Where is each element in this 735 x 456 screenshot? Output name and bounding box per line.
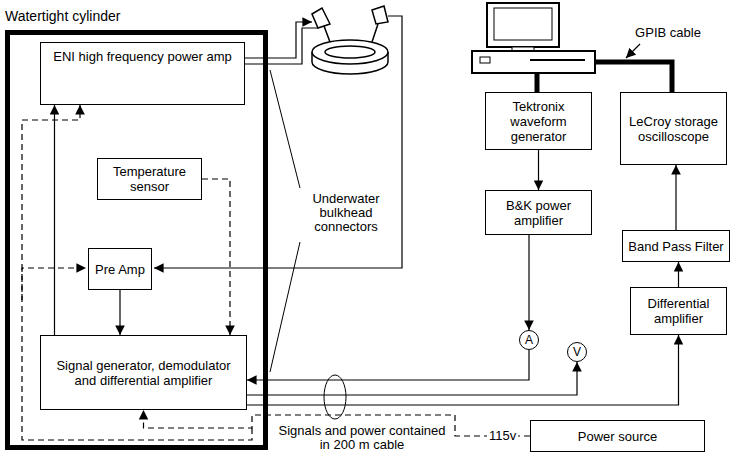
ring-top: [312, 40, 388, 64]
gpib-cable: [537, 62, 672, 92]
wires: [22, 16, 402, 440]
signal-connector: [247, 335, 679, 405]
node-text: V: [573, 346, 581, 358]
transducer-stand: [324, 26, 330, 42]
signal-generator-box: Signal generator, demodulator and differ…: [40, 335, 247, 410]
leader-line: [626, 44, 640, 58]
power-source-box: Power source: [530, 420, 705, 452]
leader-line: [270, 70, 300, 188]
ammeter-symbol: A: [519, 330, 539, 350]
cable-label: GPIB cable: [626, 26, 710, 40]
oscilloscope-box: LeCroy storage oscilloscope: [620, 92, 727, 165]
node-text: LeCroy storage oscilloscope: [625, 114, 722, 144]
power-button: [480, 57, 490, 63]
transducer: [372, 6, 388, 24]
filter-box: Band Pass Filter: [622, 230, 730, 262]
power-connector: [202, 179, 230, 335]
signal-connector: [675, 165, 676, 230]
computer-icon: [472, 3, 595, 73]
signal-connector: [119, 290, 120, 335]
differential-amplifier-box: Differential amplifier: [630, 287, 727, 335]
amplifier-box: ENI high frequency power amp: [40, 42, 245, 105]
node-text: Signal generator, demodulator and differ…: [45, 358, 242, 388]
node-text: A: [525, 334, 533, 346]
power-amplifier-box: B&K power amplifier: [485, 190, 592, 235]
transducer: [312, 8, 330, 28]
gpib-line: [535, 73, 540, 92]
preamp-box: Pre Amp: [88, 248, 152, 290]
waveform-generator-box: Tektronix waveform generator: [485, 92, 592, 150]
signal-connector: [528, 235, 529, 330]
monitor-screen: [494, 8, 552, 40]
node-text: Differential amplifier: [635, 296, 722, 326]
node-text: Power source: [578, 429, 657, 444]
node-text: Pre Amp: [95, 262, 145, 277]
node-text: B&K power amplifier: [490, 198, 587, 228]
signal-connector: [678, 262, 679, 287]
transducer-stand: [372, 24, 378, 42]
connector-label: Underwater bulkhead connectors: [296, 192, 396, 234]
node-text: ENI high frequency power amp: [53, 49, 231, 64]
cable-label: Signals and power contained in 200 m cab…: [272, 424, 452, 452]
voltage-label: 115v: [487, 429, 518, 443]
power-wire: [22, 105, 80, 300]
sensor-box: Temperature sensor: [97, 158, 202, 200]
drive-slot: [530, 59, 585, 61]
transducer-ring: [312, 6, 388, 74]
power-wire: [22, 268, 252, 440]
node-text: Band Pass Filter: [628, 239, 723, 254]
gpib-line: [595, 62, 672, 92]
signal-connector: [538, 150, 539, 190]
monitor: [487, 3, 559, 47]
signal-connector: [247, 350, 529, 380]
leader-line: [270, 242, 300, 372]
cable-bundle-ellipse: [324, 375, 346, 419]
signal-connector: [54, 105, 55, 335]
signal-connector: [247, 362, 577, 395]
node-text: Temperature sensor: [102, 164, 197, 194]
housing-title: Watertight cylinder: [5, 8, 120, 24]
node-text: Tektronix waveform generator: [490, 99, 587, 144]
voltmeter-symbol: V: [567, 342, 587, 362]
ring-hole: [325, 46, 375, 58]
housing-cylinder: Watertight cylinderENI high frequency po…: [5, 30, 268, 450]
computer-base: [472, 51, 595, 73]
